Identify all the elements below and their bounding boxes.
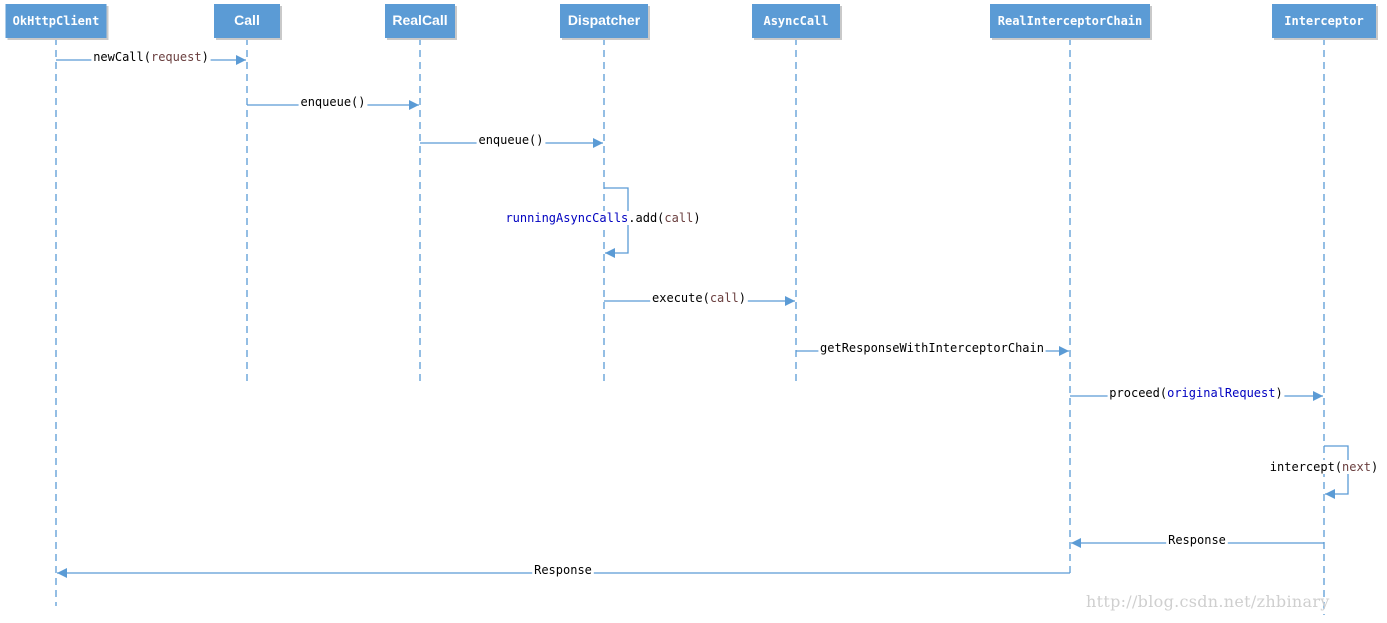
- message-proceed: proceed(originalRequest): [1070, 386, 1323, 401]
- message-add-running: runningAsyncCalls.add(call): [503, 187, 703, 258]
- participant-label: Dispatcher: [568, 12, 641, 28]
- message-label-part: intercept(: [1270, 460, 1342, 474]
- message-label-part: enqueue(): [300, 95, 365, 109]
- participant-label: RealInterceptorChain: [998, 14, 1143, 28]
- message-label-bg: [503, 211, 703, 225]
- participant-realinterceptorchain: RealInterceptorChain: [990, 4, 1152, 40]
- message-execute: execute(call): [604, 291, 795, 306]
- message-label: execute(call): [652, 291, 746, 305]
- participant-okhttpclient: OkHttpClient: [5, 4, 109, 40]
- participant-box: [560, 4, 648, 38]
- message-label-bg: [818, 341, 1046, 355]
- message-label-bg: [91, 50, 211, 64]
- participant-dispatcher: Dispatcher: [560, 4, 650, 40]
- participant-box: [214, 4, 280, 38]
- message-label-part: ): [1371, 460, 1378, 474]
- participant-box: [1272, 4, 1376, 38]
- message-label-part: newCall(: [93, 50, 151, 64]
- message-label: intercept(next): [1270, 460, 1378, 474]
- message-label-part: next: [1342, 460, 1371, 474]
- participant-call: Call: [214, 4, 282, 40]
- participant-label: OkHttpClient: [13, 14, 100, 28]
- participant-label: Interceptor: [1284, 14, 1363, 28]
- message-get-response: getResponseWithInterceptorChain: [796, 341, 1069, 356]
- message-label-bg: [532, 563, 594, 577]
- message-label-part: ): [739, 291, 746, 305]
- message-intercept: intercept(next): [1268, 445, 1380, 499]
- participant-box: [5, 4, 107, 38]
- message-label: newCall(request): [93, 50, 209, 64]
- message-label: proceed(originalRequest): [1109, 386, 1282, 400]
- message-label-bg: [650, 291, 748, 305]
- message-label: getResponseWithInterceptorChain: [820, 341, 1044, 355]
- message-response-client: Response: [57, 563, 1070, 578]
- message-label-part: request: [151, 50, 202, 64]
- message-label-part: enqueue(): [478, 133, 543, 147]
- message-label-part: call: [664, 211, 693, 225]
- message-newcall: newCall(request): [56, 50, 246, 65]
- message-label: runningAsyncCalls.add(call): [505, 211, 700, 225]
- message-label-bg: [476, 133, 546, 147]
- message-label-part: runningAsyncCalls: [505, 211, 628, 225]
- message-label-part: ): [1275, 386, 1282, 400]
- participant-label: Call: [234, 12, 260, 28]
- message-label-part: originalRequest: [1167, 386, 1275, 400]
- message-label-bg: [298, 95, 368, 109]
- message-label-part: proceed(: [1109, 386, 1167, 400]
- participant-box: [990, 4, 1150, 38]
- message-label: enqueue(): [478, 133, 543, 147]
- participant-label: AsyncCall: [763, 14, 828, 28]
- participant-asynccall: AsyncCall: [752, 4, 842, 40]
- message-label: Response: [534, 563, 592, 577]
- participant-label: RealCall: [392, 12, 447, 28]
- participant-realcall: RealCall: [385, 4, 457, 40]
- message-label-bg: [1107, 386, 1285, 400]
- message-enqueue-call: enqueue(): [247, 95, 419, 110]
- message-label-part: Response: [534, 563, 592, 577]
- message-response-chain: Response: [1071, 533, 1324, 548]
- message-label-bg: [1268, 460, 1380, 474]
- message-label: enqueue(): [300, 95, 365, 109]
- message-label: Response: [1168, 533, 1226, 547]
- participant-box: [385, 4, 455, 38]
- participant-interceptor: Interceptor: [1272, 4, 1378, 40]
- message-label-part: ): [693, 211, 700, 225]
- message-label-part: call: [710, 291, 739, 305]
- message-label-part: execute(: [652, 291, 710, 305]
- message-label-part: ): [202, 50, 209, 64]
- message-label-part: .add(: [628, 211, 664, 225]
- message-label-bg: [1166, 533, 1228, 547]
- watermark: http://blog.csdn.net/zhbinary: [1086, 592, 1330, 611]
- message-enqueue-realcall: enqueue(): [420, 133, 603, 148]
- message-label-part: Response: [1168, 533, 1226, 547]
- participant-box: [752, 4, 840, 38]
- message-label-part: getResponseWithInterceptorChain: [820, 341, 1044, 355]
